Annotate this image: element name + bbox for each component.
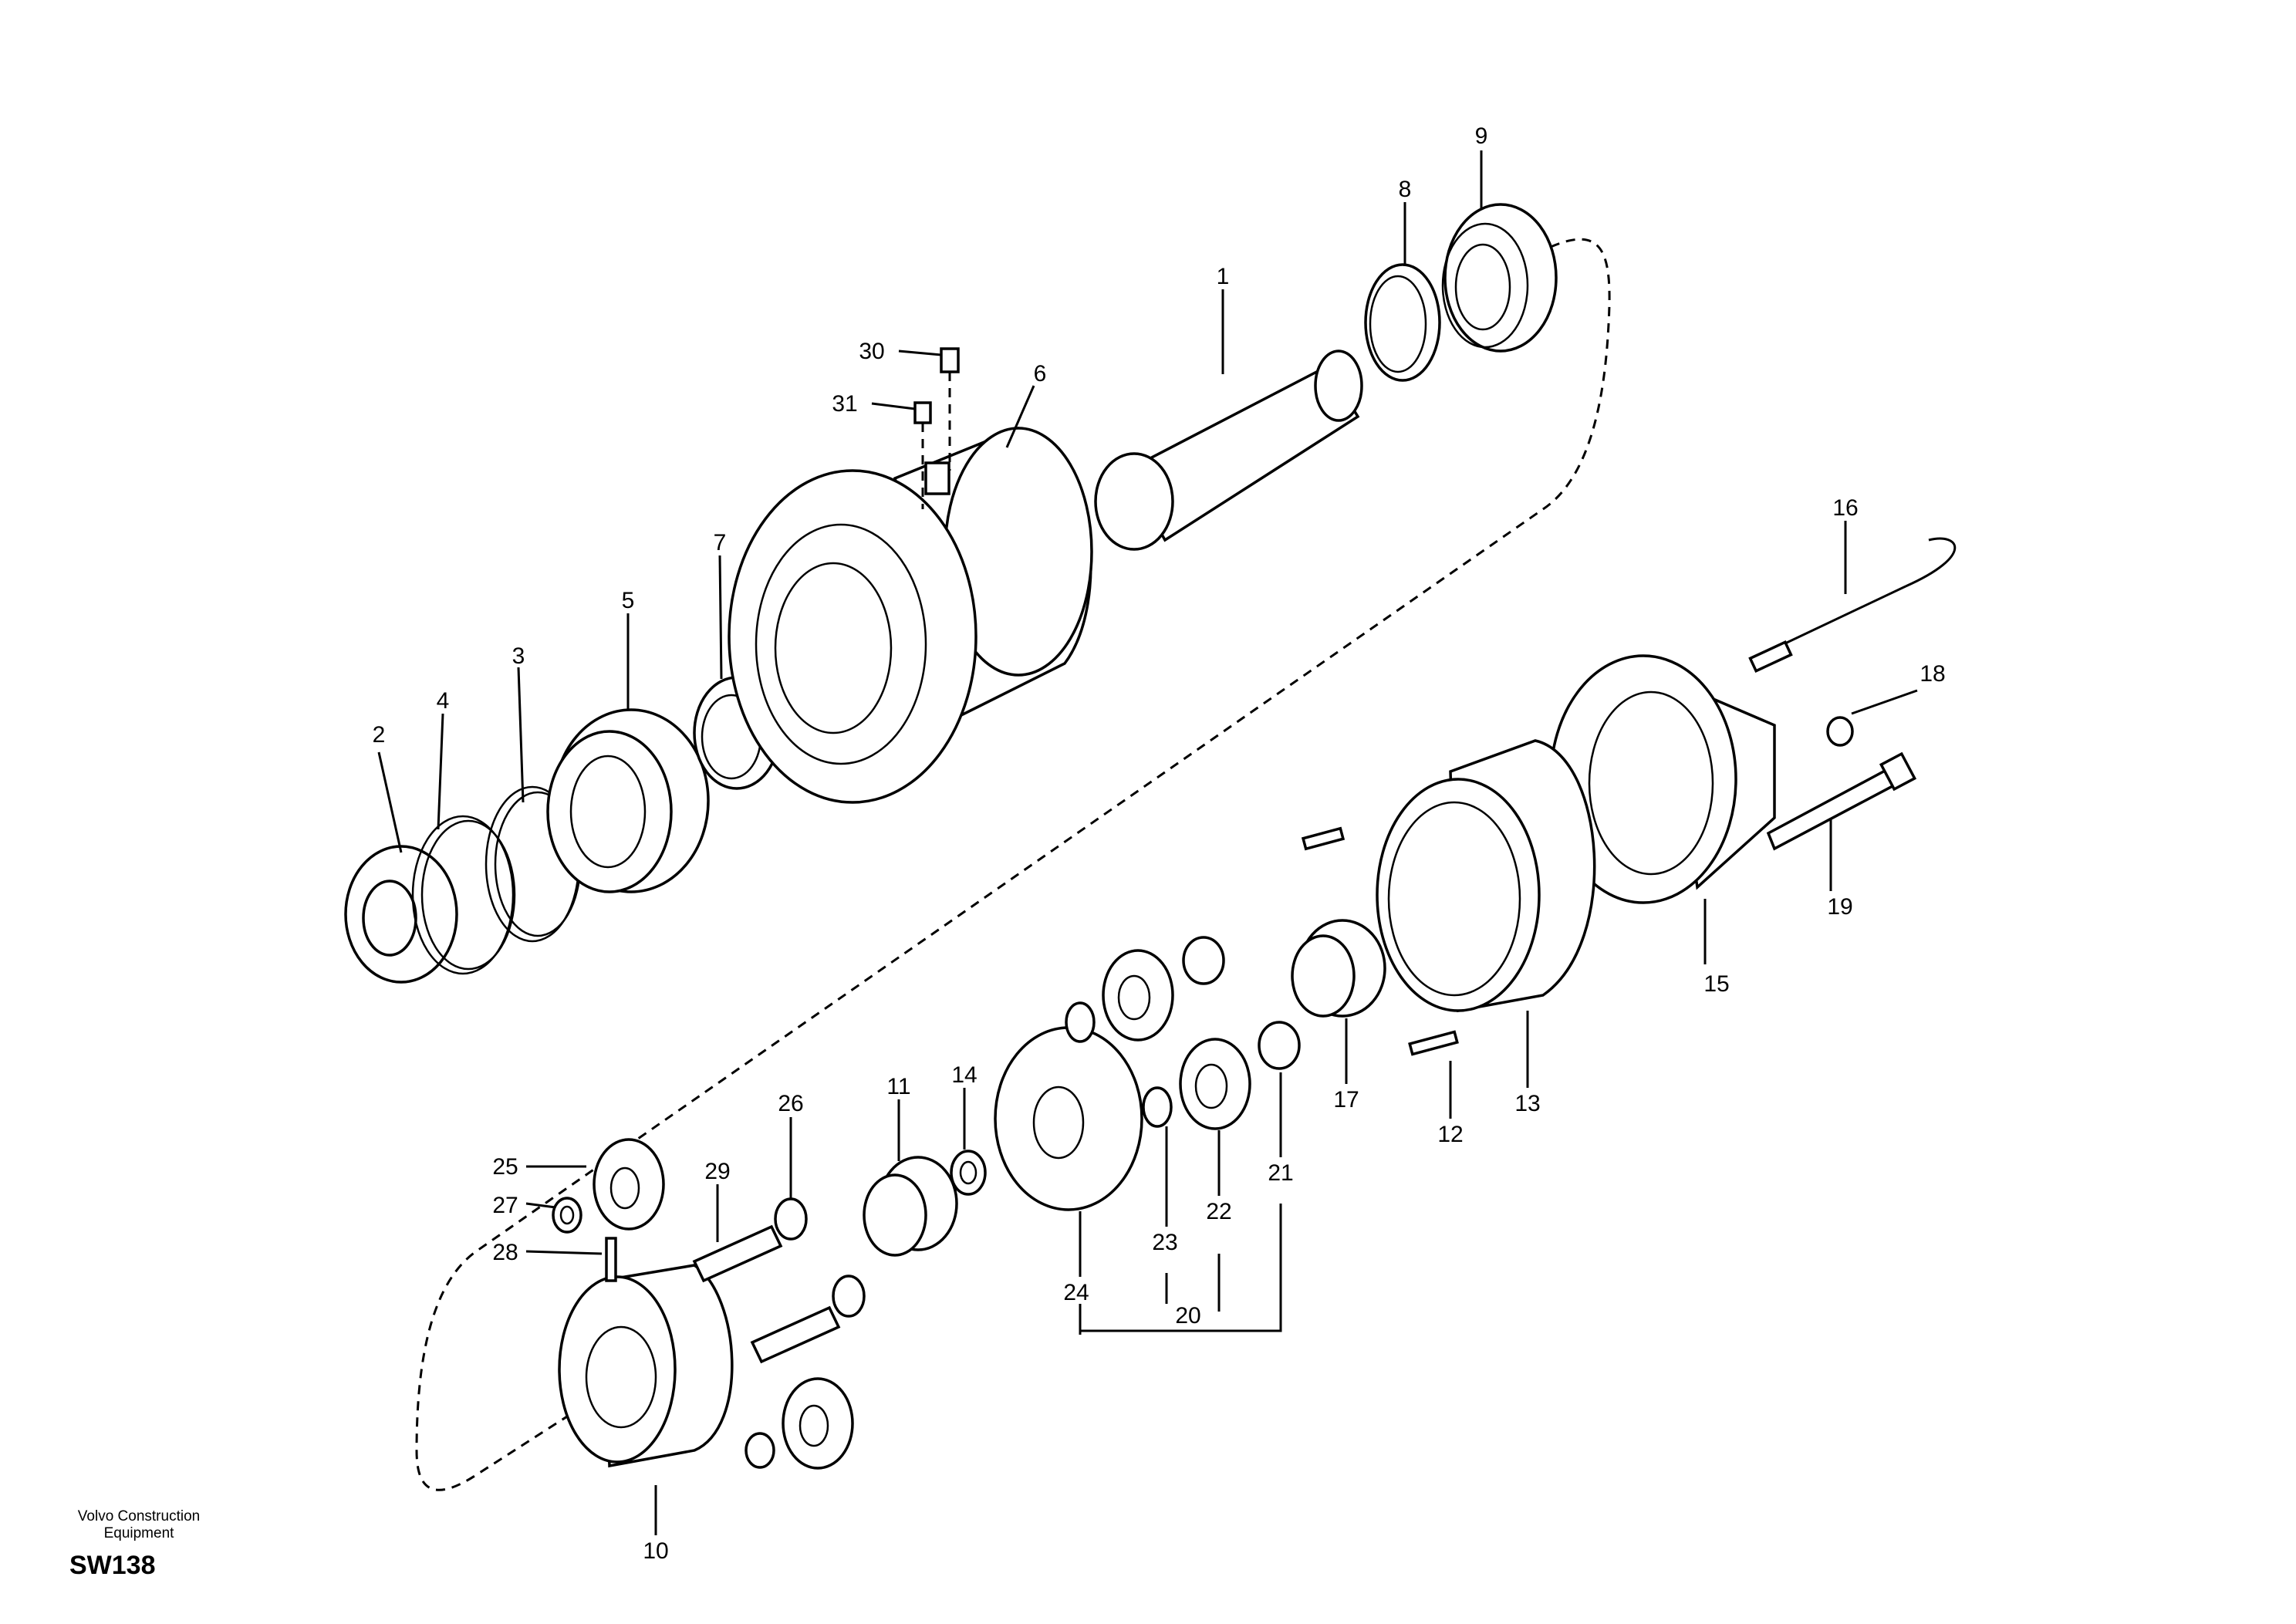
part-2-seal [344,845,458,984]
callout-5: 5 [622,588,635,613]
part-13-ring-gear [1376,739,1596,1013]
part-27-washer [552,1197,582,1234]
part-23-washer-upper [1065,1001,1096,1043]
assembly-dashed-line [415,238,1611,1491]
callout-3: 3 [512,643,525,669]
callout-19: 19 [1827,894,1852,920]
part-1-shaft [1094,349,1363,551]
part-28-spring-pin [605,1237,617,1282]
callout-20: 20 [1175,1303,1200,1329]
footer-brand: Volvo Construction Equipment [46,1508,231,1542]
part-23-washer [1142,1086,1173,1128]
part-22-planet-gear [1179,1038,1251,1130]
part-11-gear [863,1156,958,1257]
callout-7: 7 [714,530,727,555]
part-30-plug [940,347,960,471]
drawing-code: SW138 [69,1551,156,1580]
part-16-dipstick [1748,537,1957,674]
part-10-carrier [558,1264,734,1468]
part-24-carrier [994,1026,1143,1211]
part-29-shaft [692,1224,783,1283]
callout-15: 15 [1703,971,1729,997]
callout-11: 11 [886,1074,910,1099]
callout-21: 21 [1268,1160,1293,1186]
brand-line-2: Equipment [103,1525,174,1541]
callout-2: 2 [373,722,386,748]
part-15-cover [1549,654,1776,904]
callout-9: 9 [1475,123,1488,149]
callout-8: 8 [1399,177,1412,202]
callout-17: 17 [1333,1087,1359,1112]
leader-lines [377,150,1918,1535]
part-6-housing [728,427,1093,804]
part-5-bearing [546,708,710,893]
part-17-sun-gear [1291,919,1386,1018]
callout-31: 31 [832,391,857,417]
callout-labels: 1 2 3 4 5 6 7 8 9 10 11 12 13 14 15 16 1… [373,123,1946,1564]
callout-30: 30 [859,339,884,364]
brand-line-1: Volvo Construction [77,1508,201,1524]
part-9-bearing [1441,203,1558,353]
callout-25: 25 [492,1154,518,1180]
part-26-bushing-lower [832,1275,866,1318]
part-25-planet-gear-lower [782,1377,854,1470]
callout-29: 29 [704,1159,730,1184]
callout-6: 6 [1034,361,1047,387]
callout-16: 16 [1832,495,1858,521]
callout-12: 12 [1437,1122,1463,1147]
part-31-plug [913,401,932,509]
callout-18: 18 [1920,661,1945,687]
callout-13: 13 [1514,1091,1540,1116]
callout-26: 26 [778,1091,803,1116]
callout-1: 1 [1217,264,1230,289]
callout-22: 22 [1206,1199,1231,1224]
part-14-washer [950,1150,987,1196]
part-27-washer-lower [745,1432,775,1469]
part-26-bushing [774,1197,808,1241]
part-18-plug [1826,716,1854,747]
callout-24: 24 [1063,1280,1089,1305]
part-21-pin [1258,1021,1301,1070]
part-21-pin-upper [1182,936,1225,985]
part-25-planet-gear [593,1138,665,1231]
callout-10: 10 [643,1538,668,1564]
part-12-pins [1301,826,1459,1056]
part-19-bolt [1766,751,1917,851]
part-4-o-ring [411,815,516,975]
callout-4: 4 [437,688,450,714]
part-22-planet-gear-upper [1102,949,1174,1042]
part-8-ring [1364,263,1441,382]
callout-23: 23 [1152,1230,1177,1255]
callout-28: 28 [492,1240,518,1265]
callout-14: 14 [951,1062,977,1088]
callout-27: 27 [492,1193,518,1218]
part-29-shaft-lower [750,1305,841,1364]
